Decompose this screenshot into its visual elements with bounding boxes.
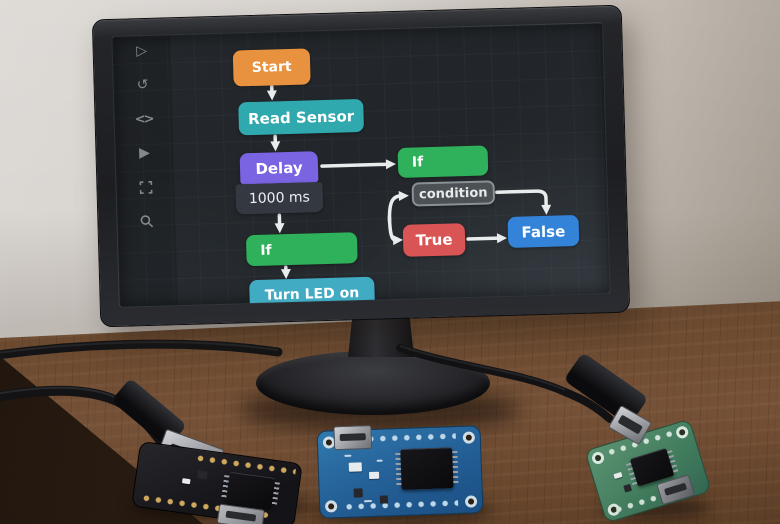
- node-true[interactable]: True: [402, 223, 466, 257]
- edge-condition-false: [495, 189, 552, 215]
- run-outline-icon[interactable]: ▷: [136, 42, 148, 60]
- edge-loop-condition: [387, 190, 409, 223]
- monitor-stand-base: [256, 351, 490, 415]
- usb-connector-blue-board: [333, 424, 373, 451]
- flowchart-edges: [266, 84, 552, 280]
- node-if-body[interactable]: If: [245, 232, 358, 267]
- edge-true-false: [466, 233, 508, 244]
- edge-delay-ifbranch: [320, 159, 396, 170]
- search-icon[interactable]: [131, 212, 161, 231]
- node-if-branch[interactable]: If: [397, 145, 489, 178]
- edge-loop-true: [387, 215, 404, 246]
- blue-dev-board: [316, 424, 484, 519]
- toolbar: ▷ ↺ <> ▶: [112, 35, 179, 307]
- code-icon[interactable]: <>: [134, 111, 153, 127]
- node-condition[interactable]: condition: [411, 180, 496, 207]
- node-start[interactable]: Start: [232, 48, 311, 87]
- node-delay[interactable]: Delay: [239, 151, 319, 185]
- node-turn-led-on[interactable]: Turn LED on: [249, 276, 375, 308]
- undo-icon[interactable]: ↺: [136, 76, 149, 94]
- monitor: ▷ ↺ <> ▶: [91, 4, 631, 328]
- blue-board-chip: [395, 447, 459, 490]
- black-board-chip: [221, 471, 280, 509]
- fullscreen-icon[interactable]: [130, 178, 160, 197]
- node-read-sensor[interactable]: Read Sensor: [238, 98, 365, 136]
- screen: ▷ ↺ <> ▶: [111, 22, 611, 308]
- play-icon[interactable]: ▶: [138, 144, 151, 162]
- node-false[interactable]: False: [507, 214, 580, 248]
- node-delay-param[interactable]: 1000 ms: [235, 182, 324, 215]
